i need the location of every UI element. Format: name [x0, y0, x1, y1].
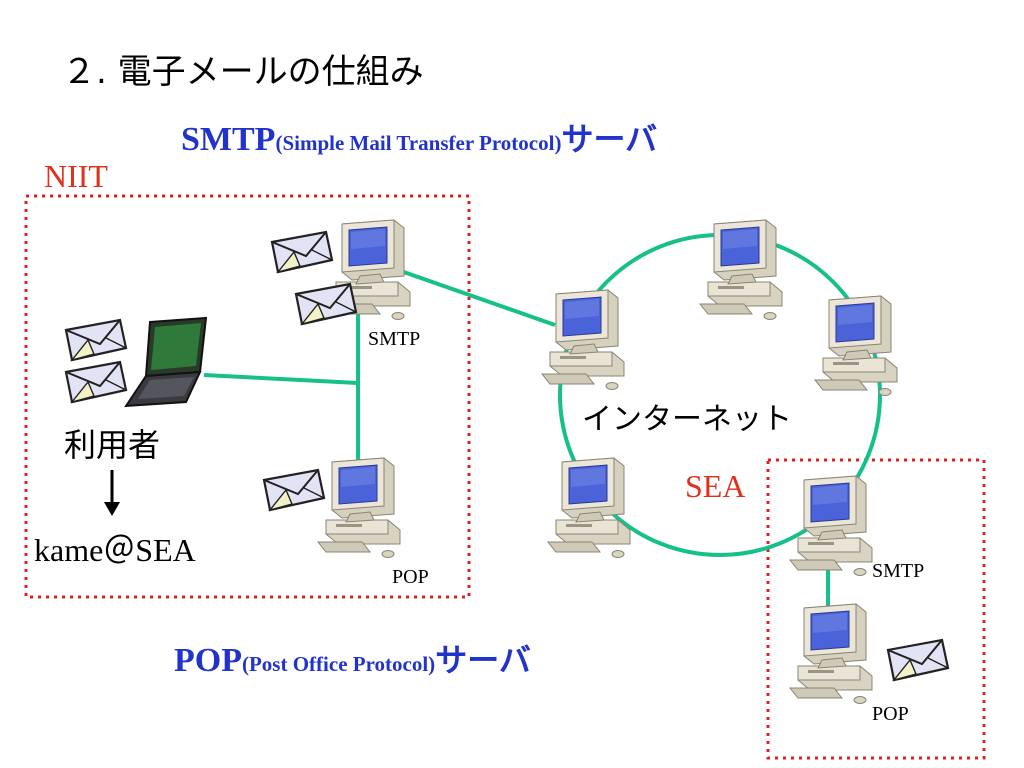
- niit-pop-label: POP: [392, 566, 429, 588]
- sea-smtp-label: SMTP: [872, 560, 925, 582]
- envelope-icon: [294, 282, 358, 326]
- user-email-address: kame＠SEA: [34, 532, 196, 568]
- laptop-icon: [124, 316, 208, 408]
- niit-pop-server: [317, 457, 401, 558]
- smtp-server-heading: SMTP(Simple Mail Transfer Protocol)サーバ: [181, 114, 657, 160]
- network-links: [203, 268, 830, 608]
- sea-pop-server: [789, 603, 873, 704]
- envelope-icon: [262, 468, 326, 512]
- pop-server-heading: POP(Post Office Protocol)サーバ: [174, 635, 531, 681]
- sea-pop-label: POP: [872, 703, 909, 725]
- envelope-icon: [886, 638, 950, 682]
- page-title: ２. 電子メールの仕組み: [62, 52, 424, 92]
- envelope-icon: [64, 360, 128, 404]
- user-label: 利用者: [64, 426, 161, 464]
- smtp-heading-full: (Simple Mail Transfer Protocol): [275, 131, 562, 155]
- arrow-down-icon: [104, 470, 120, 516]
- envelope-icon: [270, 230, 334, 274]
- sea-network-label: SEA: [685, 468, 746, 504]
- pop-heading-abbr: POP: [174, 642, 242, 679]
- smtp-heading-abbr: SMTP: [181, 121, 276, 158]
- internet-computer-left: [541, 289, 625, 390]
- pop-heading-full: (Post Office Protocol): [241, 652, 436, 676]
- envelope-icon: [64, 318, 128, 362]
- sea-smtp-server: [789, 475, 873, 576]
- internet-computer-bottom-left: [547, 457, 631, 558]
- internet-computer-right: [814, 295, 898, 396]
- niit-network-label: NIIT: [44, 158, 108, 194]
- internet-label: インターネット: [582, 402, 792, 437]
- pop-heading-suffix: サーバ: [435, 641, 531, 679]
- niit-smtp-label: SMTP: [368, 328, 421, 350]
- niit-boundary: [24, 194, 471, 599]
- smtp-heading-suffix: サーバ: [561, 120, 658, 158]
